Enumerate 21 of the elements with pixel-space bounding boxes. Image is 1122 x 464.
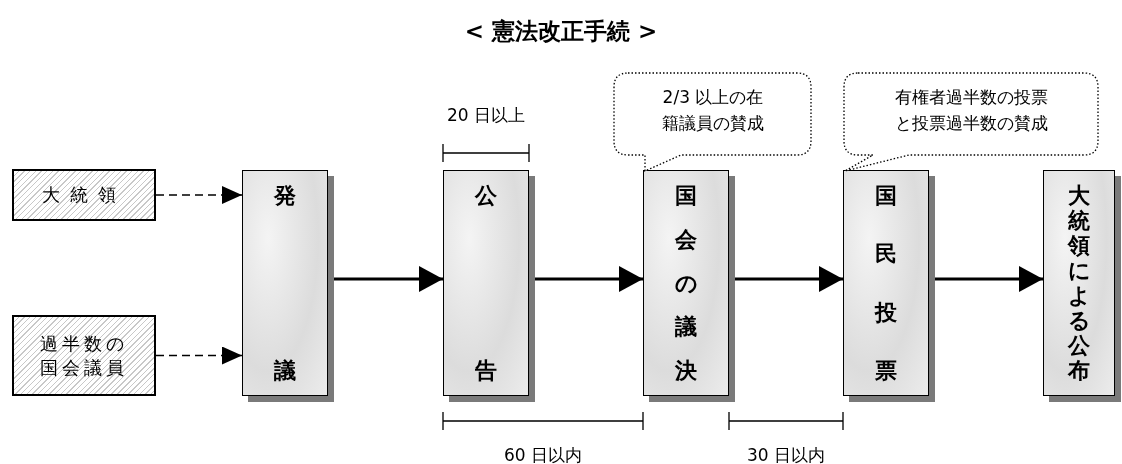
box-label: 過半数の国会議員 bbox=[39, 331, 129, 380]
box-label: 告 bbox=[475, 358, 497, 383]
diagram-title: < 憲法改正手続 > bbox=[463, 17, 659, 46]
speech-bubble bbox=[613, 72, 813, 172]
dashed-arrow bbox=[155, 186, 243, 204]
dashed-arrow bbox=[155, 346, 243, 365]
speech-bubble bbox=[843, 72, 1100, 172]
box-label: 大統領による公布 bbox=[1067, 183, 1091, 383]
box-label: 発 bbox=[274, 183, 296, 208]
dimension-label: 60 日以内 bbox=[504, 444, 582, 464]
box-label: 国民投票 bbox=[875, 183, 897, 383]
dimension-label: 20 日以上 bbox=[447, 104, 525, 127]
proposer-box bbox=[12, 169, 156, 221]
proposer-box bbox=[12, 315, 156, 396]
box-label: 大統領 bbox=[42, 183, 126, 207]
bubble-text: 2/3 以上の在籍議員の賛成 bbox=[661, 86, 765, 135]
dimension-label: 30 日以内 bbox=[747, 444, 825, 464]
bubble-text: 有権者過半数の投票と投票過半数の賛成 bbox=[894, 86, 1049, 135]
box-label: 国会の議決 bbox=[674, 183, 698, 383]
box-label: 公 bbox=[475, 183, 497, 208]
box-label: 議 bbox=[274, 358, 296, 383]
